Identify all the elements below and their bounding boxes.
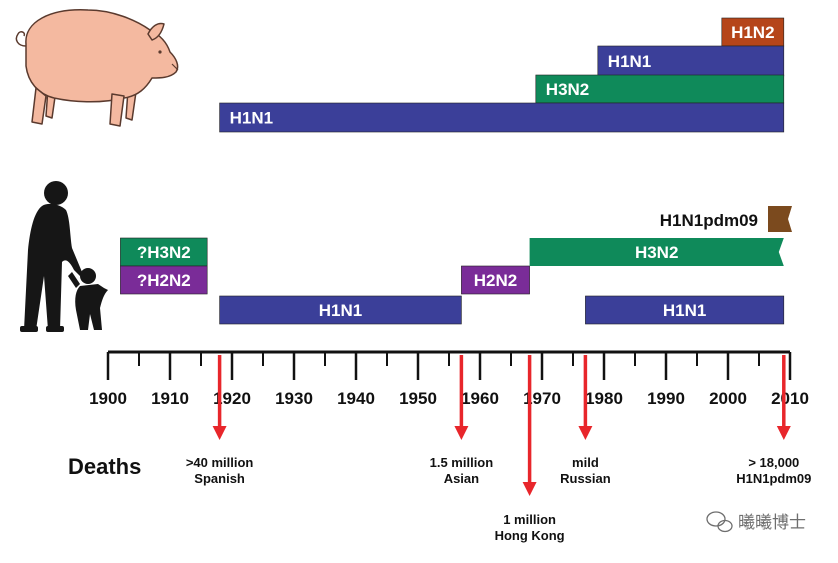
human-bar-6: H1N1	[585, 295, 785, 325]
tick-label: 2000	[709, 389, 747, 408]
bar-label: H1N1	[608, 52, 651, 71]
bar-label: H1N1	[663, 301, 706, 320]
tick-label: 1910	[151, 389, 189, 408]
bar-label: ?H2N2	[137, 271, 191, 290]
bar-shape	[529, 238, 784, 266]
death-count: 1 million	[503, 512, 556, 527]
pdm09-marker: H1N1pdm09	[660, 206, 792, 232]
death-count: > 18,000	[748, 455, 799, 470]
bar-shape	[219, 295, 462, 325]
death-arrow-1918	[212, 355, 227, 440]
pig-bar-4: H1N1	[219, 102, 785, 133]
human-bar-3: H1N1	[219, 295, 462, 325]
arrow-head	[522, 482, 537, 496]
watermark-text: 曦曦博士	[738, 513, 806, 532]
human-bar-1: ?H3N2	[120, 237, 208, 267]
watermark: 曦曦博士	[706, 511, 806, 533]
tick-label: 1940	[337, 389, 375, 408]
bar-label: H3N2	[635, 243, 678, 262]
bar-label: H1N1	[319, 301, 362, 320]
pandemic-name: Spanish	[194, 471, 245, 486]
death-count: >40 million	[186, 455, 254, 470]
arrow-head	[454, 426, 469, 440]
pig-bar-3: H3N2	[535, 74, 785, 104]
bar-shape	[585, 295, 785, 325]
human-bar-5: H3N2	[529, 238, 784, 266]
human-bar-2: ?H2N2	[120, 265, 208, 295]
pdm09-label: H1N1pdm09	[660, 211, 758, 230]
tick-label: 1980	[585, 389, 623, 408]
arrow-head	[776, 426, 791, 440]
bar-shape	[461, 265, 530, 295]
tick-label: 1920	[213, 389, 251, 408]
tick-label: 2010	[771, 389, 809, 408]
pandemic-name: Russian	[560, 471, 611, 486]
pig-bar-1: H1N2	[721, 17, 785, 47]
tick-label: 1960	[461, 389, 499, 408]
arrow-head	[578, 426, 593, 440]
death-arrow-2009	[776, 355, 791, 440]
bar-label: ?H3N2	[137, 243, 191, 262]
arrow-head	[212, 426, 227, 440]
tick-label: 1950	[399, 389, 437, 408]
bar-shape	[120, 237, 208, 267]
wechat-icon	[706, 511, 733, 533]
tick-label: 1930	[275, 389, 313, 408]
human-bar-4: H2N2	[461, 265, 530, 295]
death-arrow-1977	[578, 355, 593, 440]
pig-bar-2: H1N1	[597, 45, 785, 77]
death-arrows	[212, 355, 791, 496]
death-arrow-1968	[522, 355, 537, 496]
bar-label: H1N2	[731, 23, 774, 42]
bar-shape	[120, 265, 208, 295]
tick-label: 1900	[89, 389, 127, 408]
bar-label: H3N2	[546, 80, 589, 99]
bar-shape	[219, 102, 785, 133]
human-silhouette	[20, 181, 108, 332]
pandemic-name: H1N1pdm09	[736, 471, 811, 486]
timeline-axis: 1900 1910 1920 1930 1940 1950 1960 1970 1980 1990…	[89, 350, 809, 408]
death-count: 1.5 million	[430, 455, 494, 470]
bar-shape	[535, 74, 785, 104]
tick-label: 1970	[523, 389, 561, 408]
bar-label: H1N1	[230, 109, 273, 128]
pandemic-name: Asian	[444, 471, 479, 486]
bar-shape	[721, 17, 785, 47]
pig-illustration	[15, 9, 179, 127]
death-arrow-1957	[454, 355, 469, 440]
deaths-title: Deaths	[68, 454, 141, 479]
pandemic-name: Hong Kong	[495, 528, 565, 543]
death-count: mild	[572, 455, 599, 470]
bar-shape	[597, 45, 785, 77]
pdm09-flag	[768, 206, 792, 232]
bar-label: H2N2	[474, 271, 517, 290]
tick-label: 1990	[647, 389, 685, 408]
